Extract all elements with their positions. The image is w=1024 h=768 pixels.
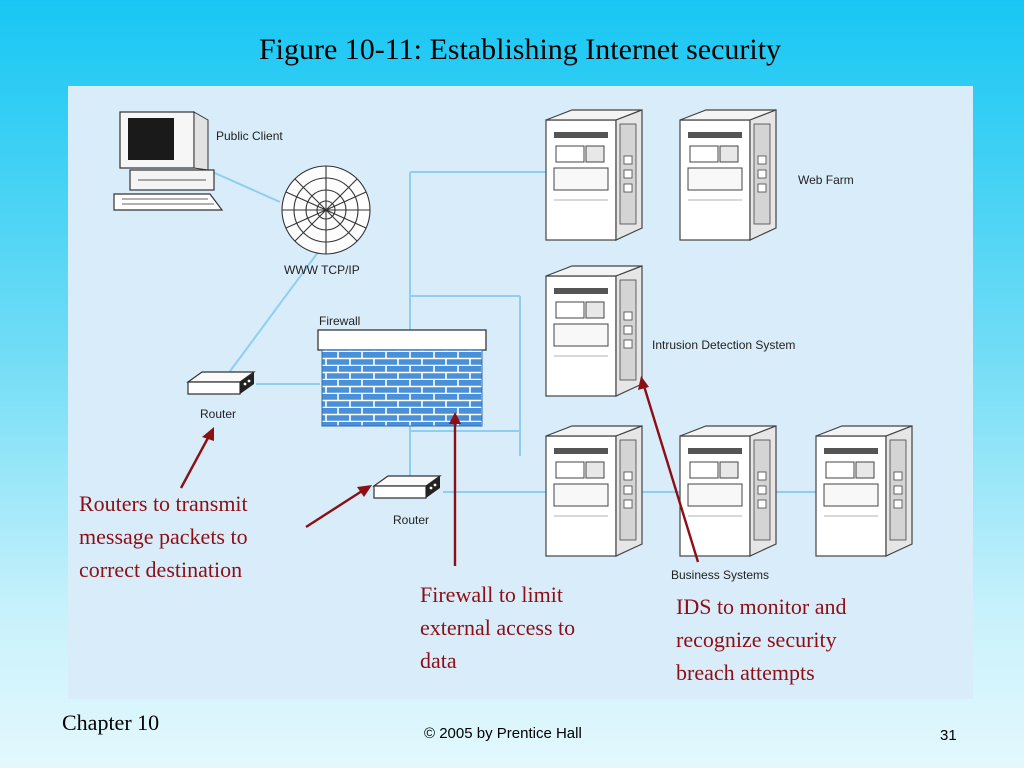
callout-arrows [179, 376, 700, 566]
public-client-label: Public Client [216, 129, 283, 143]
callout-line: external access to [420, 615, 576, 640]
business-systems-label: Business Systems [671, 568, 769, 582]
router-icon [187, 371, 255, 395]
firewall-label: Firewall [319, 314, 360, 328]
web-icon [281, 165, 371, 255]
www-label: WWW TCP/IP [284, 263, 360, 277]
router-bottom-label: Router [393, 513, 429, 527]
callout-line: message packets to [79, 524, 248, 549]
network-diagram: Public Client WWW TCP/IP Router Firewall… [68, 86, 973, 699]
computer-icon [113, 111, 224, 211]
ids-callout: IDS to monitor and recognize security br… [676, 590, 847, 689]
page-number: 31 [940, 727, 957, 744]
callout-line: data [420, 648, 457, 673]
server-icon [815, 425, 913, 557]
diagram-canvas: Public Client WWW TCP/IP Router Firewall… [113, 109, 913, 582]
slide-title: Figure 10-11: Establishing Internet secu… [258, 33, 782, 66]
server-icon [679, 109, 777, 241]
callout-line: correct destination [79, 557, 243, 582]
server-icon [545, 265, 643, 397]
callout-line: recognize security [676, 627, 837, 652]
callout-line: Routers to transmit [79, 491, 248, 516]
callout-line: breach attempts [676, 660, 815, 685]
firewall-icon [317, 329, 487, 427]
routers-callout: Routers to transmit message packets to c… [79, 487, 248, 586]
firewall-callout: Firewall to limit external access to dat… [420, 578, 575, 677]
callout-line: Firewall to limit [420, 582, 563, 607]
router-left-label: Router [200, 407, 236, 421]
network-links [207, 169, 816, 493]
footer-chapter: Chapter 10 [62, 710, 160, 735]
ids-label: Intrusion Detection System [652, 338, 795, 352]
callout-line: IDS to monitor and [676, 594, 847, 619]
router-icon [373, 475, 441, 499]
server-icon [679, 425, 777, 557]
web-farm-label: Web Farm [798, 173, 854, 187]
server-icon [545, 109, 643, 241]
footer-copyright: © 2005 by Prentice Hall [424, 725, 582, 742]
server-icon [545, 425, 643, 557]
